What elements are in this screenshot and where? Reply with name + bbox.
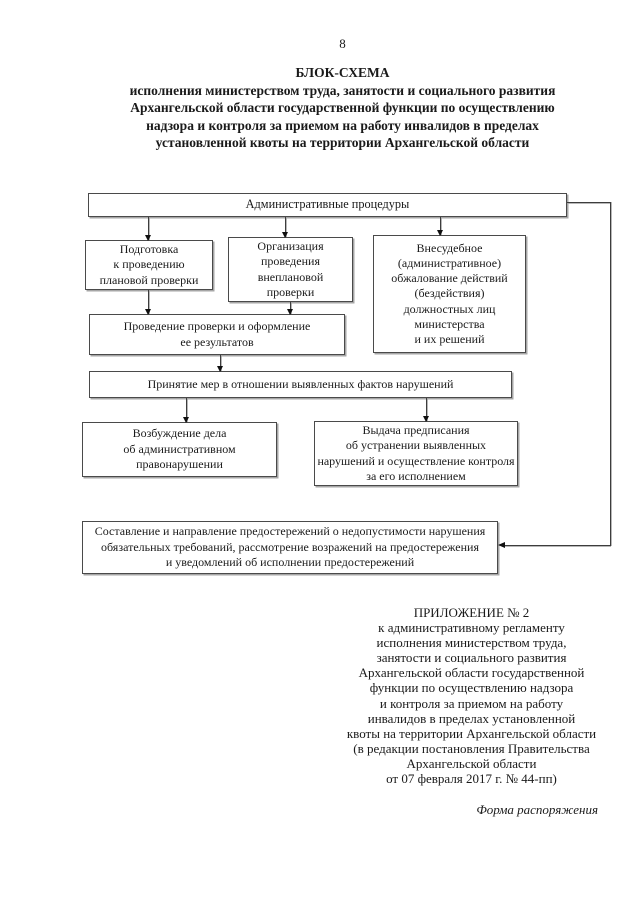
flowchart-box-prinyatie: Принятие мер в отношении выявленных факт… — [89, 371, 512, 398]
appendix-line: (в редакции постановления Правительства — [353, 740, 590, 756]
arrow-down-icon — [145, 290, 151, 315]
box-text-line: обязательных требований, рассмотрение во… — [101, 539, 479, 554]
box-text-line: правонарушении — [136, 457, 223, 472]
title-line: исполнения министерством труда, занятост… — [129, 82, 556, 98]
title-line: надзора и контроля за приемом на работу … — [146, 117, 539, 133]
box-text-line: проведения — [261, 254, 320, 269]
arrowhead-down-icon — [423, 416, 429, 422]
box-text-line: и уведомлений об исполнении предостереже… — [165, 555, 415, 570]
box-text-line: обжалование действий — [391, 271, 508, 286]
appendix-line: Архангельской области — [406, 755, 537, 771]
box-text-line: проверки — [266, 284, 315, 299]
arrow-down-icon — [423, 398, 429, 422]
arrow-down-icon — [287, 302, 293, 315]
flowchart-box-vydacha: Выдача предписания об устранении выявлен… — [314, 421, 518, 486]
appendix-block: ПРИЛОЖЕНИЕ № 2 к административному регла… — [330, 605, 613, 786]
box-text-line: Организация — [257, 238, 324, 253]
box-text-line: Подготовка — [119, 241, 179, 256]
flowchart-box-podgotovka: Подготовка к проведению плановой проверк… — [85, 240, 213, 290]
box-text-line: и их решений — [414, 332, 485, 346]
flowchart-box-sostavlenie: Составление и направление предостережени… — [82, 521, 498, 574]
arrow-down-icon — [282, 217, 288, 238]
connector-line-horizontal — [504, 545, 611, 546]
arrowhead-down-icon — [145, 235, 151, 241]
box-text-line: Выдача предписания — [362, 423, 470, 438]
arrowhead-down-icon — [282, 232, 288, 238]
arrow-down-icon — [217, 355, 223, 372]
box-text-line: должностных лиц — [403, 301, 496, 316]
box-text-line: Принятие мер в отношении выявленных факт… — [147, 376, 454, 391]
box-text-line: к проведению — [113, 257, 185, 272]
box-text-line: (административное) — [397, 255, 502, 270]
arrowhead-down-icon — [145, 309, 151, 315]
flowchart-box-organizatsiya: Организация проведения внеплановой прове… — [228, 237, 353, 302]
flowchart-box-provedenie: Проведение проверки и оформление ее резу… — [89, 314, 345, 355]
appendix-line: исполнения министерством труда, — [376, 635, 567, 651]
appendix-line: инвалидов в пределах установленной — [367, 710, 576, 726]
arrowhead-left-icon — [498, 542, 505, 548]
arrowhead-down-icon — [183, 417, 189, 423]
title-line: установленной квоты на территории Арханг… — [155, 135, 530, 151]
box-text-line: внеплановой — [257, 269, 324, 284]
arrowhead-down-icon — [287, 309, 293, 315]
box-text-line: Возбуждение дела — [132, 426, 227, 441]
box-text-line: ее результатов — [180, 334, 254, 349]
connector-line-vertical — [610, 202, 611, 546]
title-heading: БЛОК-СХЕМА — [295, 65, 390, 80]
arrow-down-icon — [437, 217, 443, 236]
box-text-line: министерства — [414, 316, 485, 331]
box-text-line: Административные процедуры — [245, 197, 410, 212]
arrowhead-down-icon — [217, 366, 223, 372]
appendix-line: от 07 февраля 2017 г. № 44-пп) — [386, 771, 557, 787]
appendix-line: ПРИЛОЖЕНИЕ № 2 — [413, 605, 530, 620]
box-text-line: нарушений и осуществление контроля — [317, 453, 515, 468]
connector-line-horizontal — [567, 202, 611, 203]
box-text-line: (бездействия) — [414, 286, 485, 301]
form-type-label: Форма распоряжения — [476, 802, 598, 817]
box-text-line: Проведение проверки и оформление — [123, 319, 311, 334]
box-text-line: плановой проверки — [99, 272, 199, 287]
box-text-line: Составление и направление предостережени… — [94, 524, 486, 539]
flowchart-box-vozbuzhdenie: Возбуждение дела об административном пра… — [82, 422, 277, 477]
appendix-line: Архангельской области государственной — [358, 665, 585, 681]
page-number: 8 — [339, 36, 346, 51]
arrow-down-icon — [183, 398, 189, 423]
box-text-line: Внесудебное — [416, 240, 483, 255]
title-line: Архангельской области государственной фу… — [130, 100, 555, 116]
document-title: БЛОК-СХЕМА исполнения министерством труд… — [45, 64, 640, 152]
box-text-line: за его исполнением — [366, 468, 466, 483]
box-text-line: об административном — [123, 441, 236, 456]
appendix-line: функции по осуществлению надзора — [369, 680, 574, 696]
appendix-line: квоты на территории Архангельской област… — [346, 725, 597, 741]
arrowhead-down-icon — [437, 230, 443, 236]
box-text-line: об устранении выявленных — [345, 438, 487, 453]
arrow-down-icon — [145, 217, 151, 241]
flowchart-box-admin-procedures: Административные процедуры — [88, 193, 567, 217]
flowchart-box-vnesudebnoe: Внесудебное (административное) обжалован… — [373, 235, 526, 353]
appendix-line: занятости и социального развития — [376, 650, 567, 666]
appendix-line: и контроля за приемом на работу — [379, 695, 564, 711]
appendix-line: к административному регламенту — [378, 620, 565, 636]
